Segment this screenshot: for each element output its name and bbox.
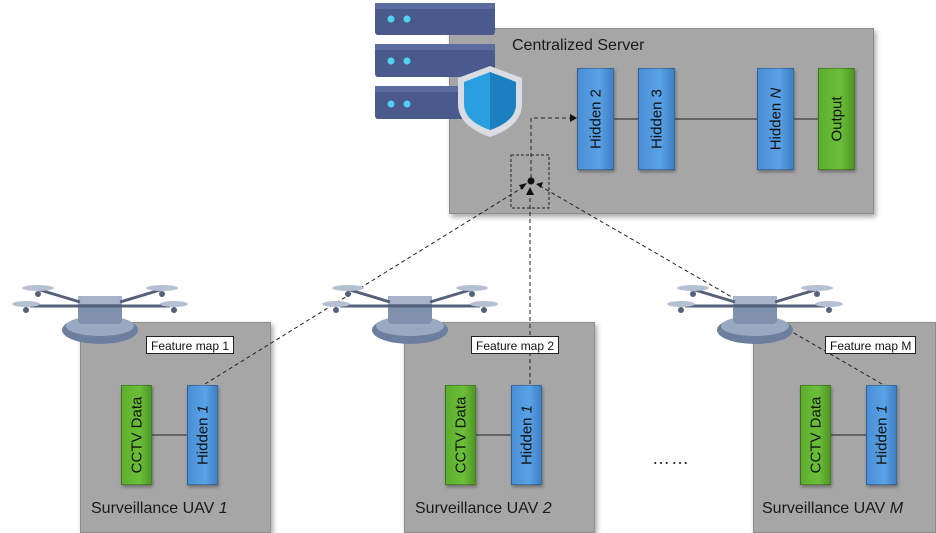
- uav-1-hidden-1-block: Hidden 1: [187, 385, 218, 485]
- arrowhead-uav-1: [519, 183, 527, 190]
- uav-2-hidden-1-block: Hidden 1: [511, 385, 542, 485]
- uav-m-title: Surveillance UAV M: [762, 500, 904, 517]
- uav-2-feature-map-label: Feature map 2: [471, 336, 560, 354]
- server-hidden-3-block: Hidden 3: [638, 68, 675, 170]
- uav-1-feature-map-label: Feature map 1: [146, 336, 235, 354]
- uav-m-hidden-1-block: Hidden 1: [866, 385, 897, 485]
- uav-m-panel: Surveillance UAV M: [753, 322, 936, 533]
- arrowhead-hidden-2: [570, 114, 577, 122]
- uav-m-feature-map-label: Feature map M: [825, 336, 917, 354]
- uav-m-cctv-data-block: CCTV Data: [800, 385, 831, 485]
- uav-1-panel: Surveillance UAV 1: [80, 322, 271, 533]
- server-panel: Centralized Server: [449, 28, 874, 214]
- uav-2-title: Surveillance UAV 2: [415, 500, 552, 517]
- uav-2-panel: Surveillance UAV 2: [404, 322, 595, 533]
- ellipsis: ……: [652, 448, 690, 468]
- aggregation-node-icon: [527, 177, 535, 185]
- arrowhead-uav-2: [526, 187, 534, 195]
- server-output-block: Output: [818, 68, 855, 170]
- server-title: Centralized Server: [512, 37, 645, 54]
- drone-icon: [665, 283, 845, 346]
- uav-1-title: Surveillance UAV 1: [91, 500, 228, 517]
- arrowhead-uav-m: [536, 182, 543, 188]
- uav-1-cctv-data-block: CCTV Data: [121, 385, 152, 485]
- flow-to-hidden-2: [530, 117, 574, 178]
- shield-icon: [458, 66, 522, 137]
- server-hidden-n-block: Hidden N: [757, 68, 794, 170]
- server-hidden-2-block: Hidden 2: [577, 68, 614, 170]
- uav-2-cctv-data-block: CCTV Data: [445, 385, 476, 485]
